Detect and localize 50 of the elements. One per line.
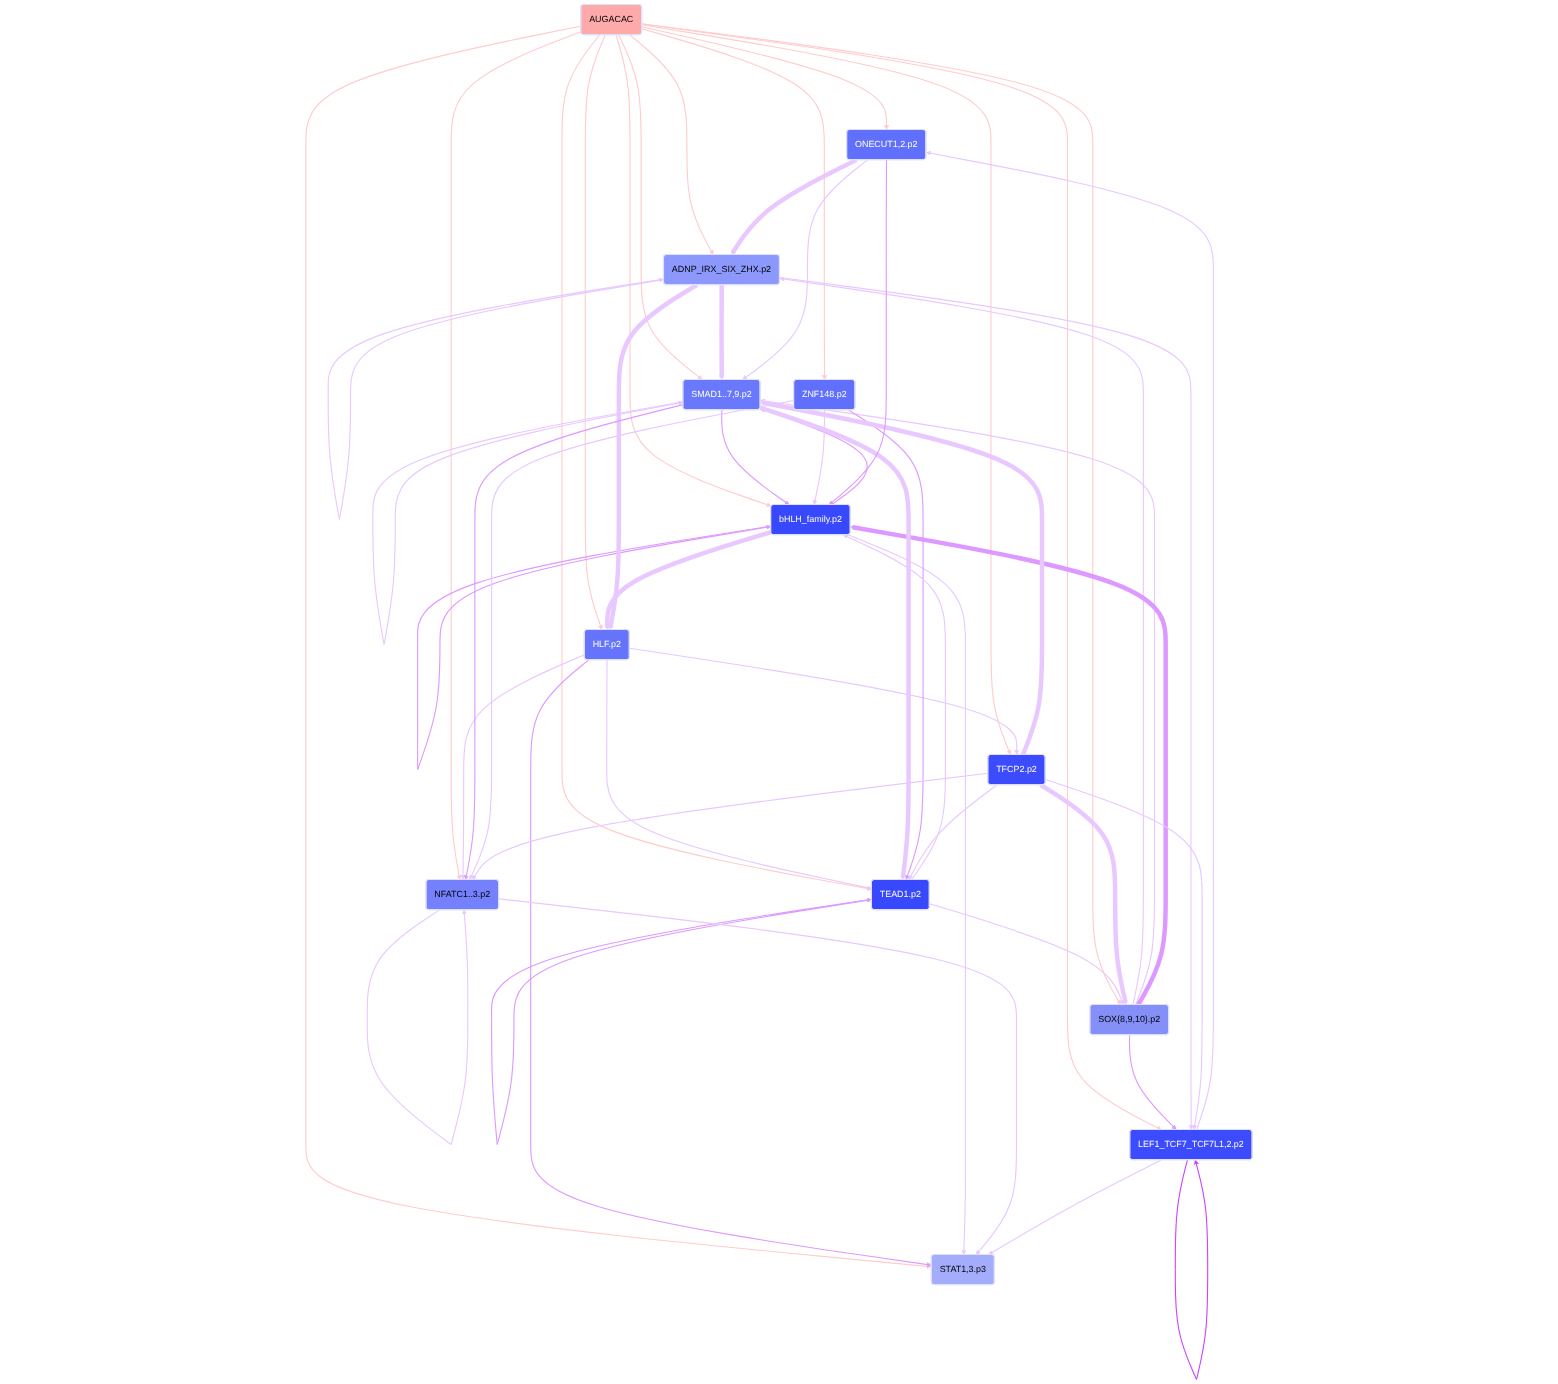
arrow (641, 23, 1121, 1005)
arrow (641, 26, 889, 130)
arrow (742, 159, 869, 380)
arrow (812, 409, 826, 505)
arrow (305, 25, 932, 1269)
arrow (721, 409, 790, 505)
arrow (366, 909, 469, 1146)
arrow (606, 659, 872, 891)
arrow (1039, 783, 1128, 1005)
arrow (469, 400, 795, 880)
arrow (561, 34, 872, 892)
arrow (498, 898, 1018, 1255)
arrow (1128, 1034, 1177, 1130)
arrow (417, 524, 772, 771)
arrow (615, 34, 772, 507)
arrow (730, 157, 858, 255)
arrow (1044, 778, 1203, 1130)
arrow (843, 534, 946, 881)
arrow (779, 276, 1194, 1130)
arrow (464, 404, 684, 880)
arrow (925, 150, 1214, 1131)
arrow (584, 34, 606, 630)
arrow (988, 1159, 1163, 1255)
arrow (472, 772, 989, 880)
arrow (491, 897, 873, 1146)
arrow (850, 525, 1168, 1006)
arrow (828, 159, 888, 505)
arrow (618, 34, 703, 380)
arrow (608, 282, 699, 630)
arrow (327, 277, 665, 521)
arrow (641, 24, 1012, 755)
arrow (629, 34, 714, 255)
arrow (719, 284, 725, 380)
arrow (908, 784, 998, 880)
arrow (460, 654, 586, 880)
arrow (847, 409, 924, 880)
arrow (372, 400, 684, 646)
arrow (760, 398, 1156, 1006)
arrow (847, 534, 967, 1255)
arrow (929, 903, 1124, 1005)
arrow (604, 529, 772, 630)
arrow (641, 23, 1162, 1130)
arrow (629, 647, 1020, 755)
arrow (760, 400, 1045, 756)
arrow (450, 31, 582, 880)
arrow (779, 276, 1144, 1006)
arrow (1174, 1159, 1209, 1380)
arrow (530, 659, 932, 1268)
arrow (759, 405, 911, 880)
arrow (641, 28, 827, 380)
